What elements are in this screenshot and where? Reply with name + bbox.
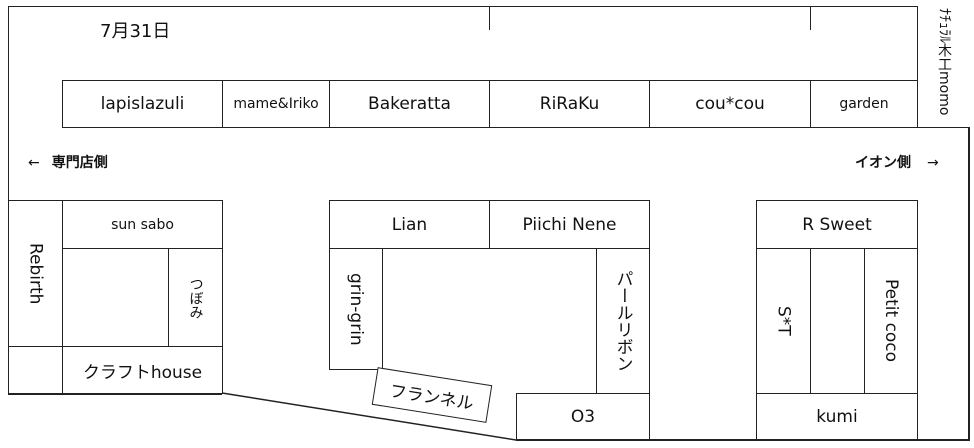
booth-label: クラフトhouse: [82, 362, 203, 383]
booth-label: mame&Iriko: [233, 96, 319, 112]
right-arrow-icon: →: [927, 155, 939, 171]
booth-natural-woodwork-momo[interactable]: ﾅﾁｭﾗﾙ木工momo: [917, 6, 970, 128]
booth-label: Bakeratta: [368, 94, 451, 114]
booth-sun-sabo[interactable]: sun sabo: [62, 200, 223, 249]
booth-label: Rebirth: [25, 242, 46, 305]
booth-label: cou*cou: [695, 94, 765, 114]
booth-r-sweet[interactable]: R Sweet: [756, 200, 918, 249]
booth-label: grin-grin: [346, 272, 366, 346]
booth-petit-coco[interactable]: Petit coco: [864, 248, 918, 394]
booth-mame-iriko[interactable]: mame&Iriko: [222, 80, 330, 128]
booth-label: Petit coco: [881, 279, 901, 363]
booth-label: RiRaKu: [539, 94, 600, 114]
top-divider-2: [810, 6, 811, 30]
booth-label: Piichi Nene: [522, 214, 617, 235]
booth-riraku[interactable]: RiRaKu: [489, 80, 650, 128]
booth-lian[interactable]: Lian: [329, 200, 490, 249]
booth-bakeratta[interactable]: Bakeratta: [329, 80, 490, 128]
booth-grin-grin[interactable]: grin-grin: [329, 248, 383, 370]
booth-label: つぼみ: [187, 276, 204, 319]
booth-label: garden: [839, 96, 889, 112]
booth-st[interactable]: S*T: [756, 248, 811, 394]
booth-rebirth[interactable]: Rebirth: [8, 200, 63, 347]
date-label: 7月31日: [100, 21, 171, 42]
booth-kumi[interactable]: kumi: [756, 393, 918, 440]
booth-label: R Sweet: [802, 214, 872, 235]
booth-tsubomi[interactable]: つぼみ: [168, 248, 223, 347]
booth-coucou[interactable]: cou*cou: [649, 80, 811, 128]
booth-piichi-nene[interactable]: Piichi Nene: [489, 200, 650, 249]
empty-cell-right-center: [810, 248, 865, 394]
booth-label: kumi: [816, 406, 858, 427]
right-direction-label: イオン側: [855, 155, 911, 171]
booth-pearl-ribbon[interactable]: パールリボン: [596, 248, 650, 394]
booth-label: フランネル: [388, 380, 475, 414]
booth-lapislazuli[interactable]: lapislazuli: [62, 80, 223, 128]
left-direction: ← 専門店側: [28, 152, 108, 172]
booth-label: sun sabo: [111, 216, 174, 233]
booth-label: ﾅﾁｭﾗﾙ木工momo: [936, 8, 952, 116]
empty-cell-left-bottom: [8, 346, 63, 394]
right-direction: イオン側 →: [855, 152, 939, 172]
top-divider-1: [489, 6, 490, 30]
empty-cell-left-center: [62, 248, 169, 347]
booth-label: S*T: [773, 306, 794, 336]
booth-craft-house[interactable]: クラフトhouse: [62, 346, 223, 394]
booth-label: O3: [570, 406, 596, 427]
booth-label: Lian: [391, 214, 428, 235]
left-direction-label: 専門店側: [51, 155, 108, 171]
booth-label: パールリボン: [612, 270, 633, 372]
booth-label: lapislazuli: [100, 94, 185, 114]
booth-garden[interactable]: garden: [810, 80, 918, 128]
right-wall: [968, 6, 970, 440]
left-arrow-icon: ←: [28, 155, 40, 171]
booth-o3[interactable]: O3: [516, 393, 650, 440]
